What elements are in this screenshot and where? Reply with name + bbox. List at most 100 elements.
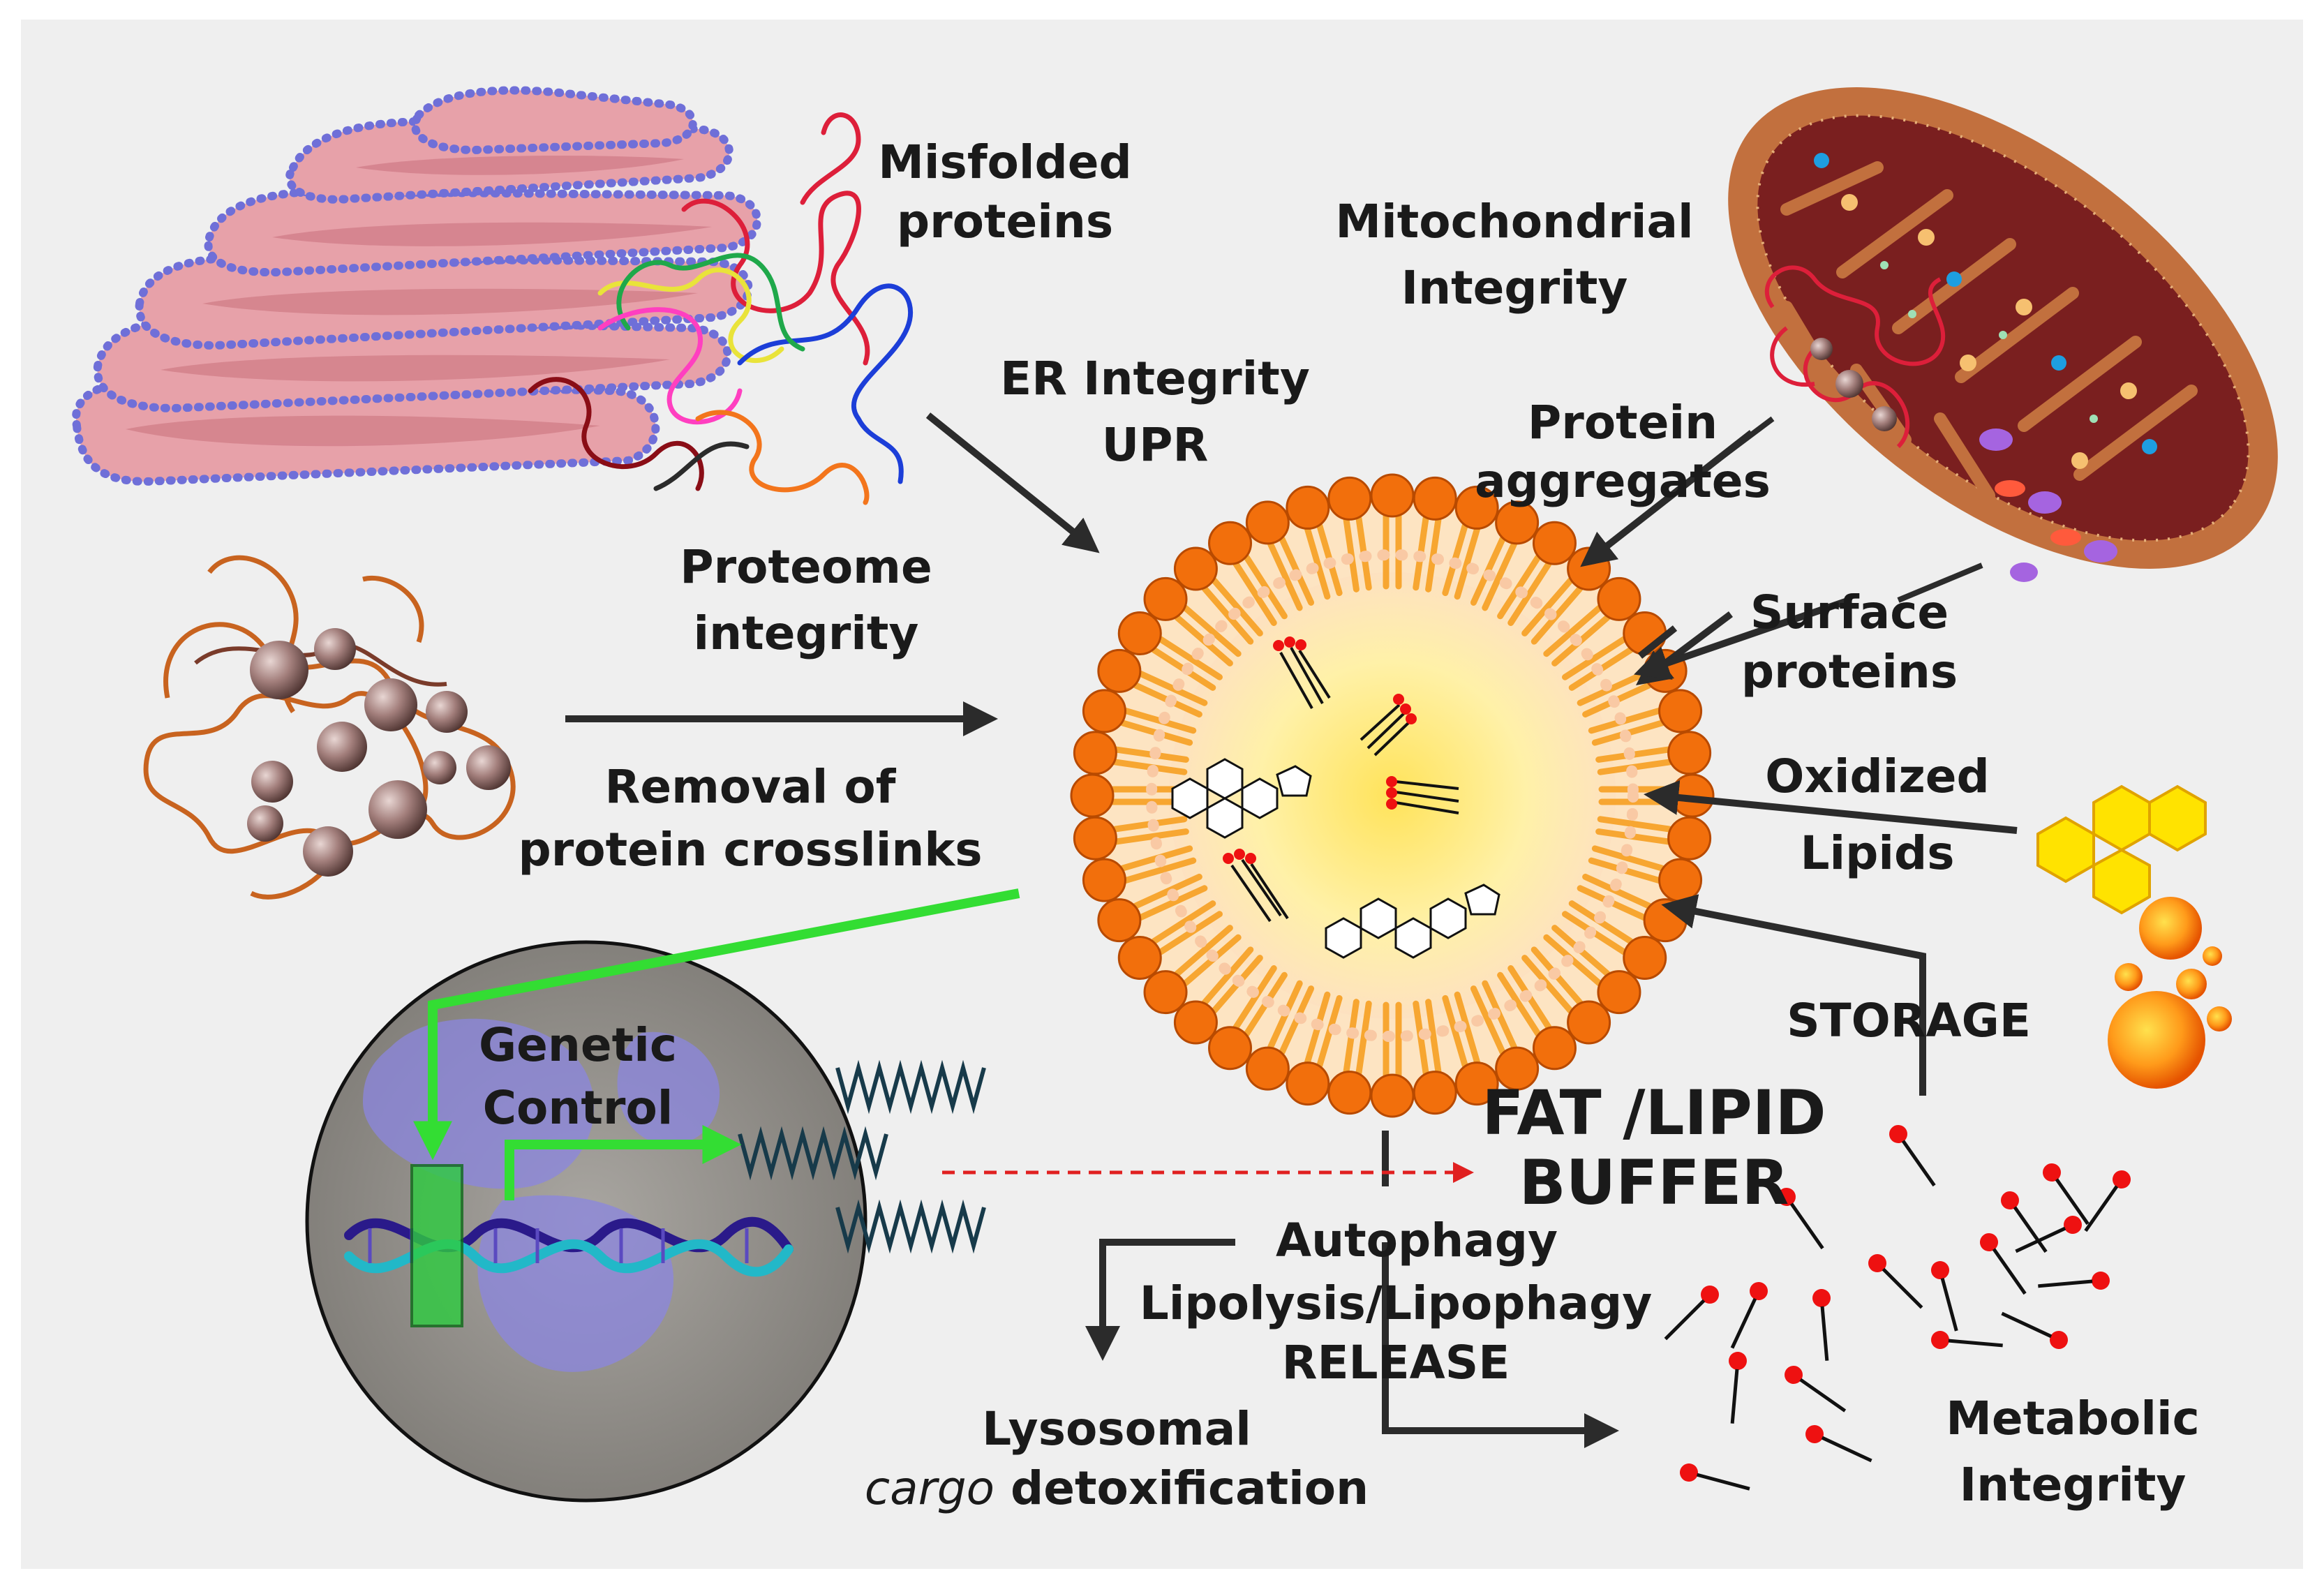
label-storage: STORAGE <box>1787 994 2031 1048</box>
membrane-head <box>1597 576 1641 621</box>
label-mito-1: Mitochondrial <box>1335 195 1693 248</box>
membrane-tail <box>1582 873 1653 909</box>
membrane-head <box>1495 500 1540 545</box>
membrane-head <box>1532 521 1577 565</box>
arrows <box>565 412 2018 1448</box>
membrane-head <box>1143 970 1188 1015</box>
membrane-head <box>1454 485 1499 530</box>
membrane-head <box>1073 816 1117 860</box>
label-misfolded-2: proteins <box>897 195 1113 248</box>
membrane-tail <box>1157 636 1223 680</box>
membrane-head <box>1495 1046 1540 1091</box>
label-surface-1: Surface <box>1750 586 1949 639</box>
label-proteome-1: Proteome <box>680 540 932 594</box>
membrane-head <box>1370 473 1415 518</box>
membrane-tail <box>1497 971 1542 1037</box>
membrane-head <box>1070 773 1115 818</box>
label-cargo: cargo <box>865 1461 995 1515</box>
label-metabolic-2: Integrity <box>1960 1458 2187 1512</box>
surface-pointer <box>1897 562 1983 603</box>
membrane-tail <box>1138 671 1208 706</box>
membrane-tail <box>1562 636 1627 680</box>
oxidized-lipid-icon <box>2036 784 2232 1089</box>
membrane-head <box>1370 1073 1415 1118</box>
membrane-head <box>1454 1061 1499 1106</box>
membrane-head <box>1667 731 1712 775</box>
membrane-head <box>1413 476 1457 521</box>
membrane-tail <box>1521 577 1574 636</box>
membrane-tail <box>1470 985 1506 1056</box>
membrane-head <box>1097 648 1142 693</box>
membrane-tail <box>1157 911 1223 955</box>
label-oxidized-2: Lipids <box>1800 826 1954 880</box>
label-proteome-2: integrity <box>694 606 919 660</box>
protein-aggregate-icon <box>143 555 516 900</box>
membrane-tail <box>1151 900 1216 945</box>
membrane-tail <box>1454 991 1480 1065</box>
label-lysosomal: Lysosomal <box>982 1402 1251 1456</box>
membrane-head <box>1597 970 1641 1015</box>
label-metabolic-1: Metabolic <box>1946 1392 2199 1445</box>
nucleus-dna-icon <box>305 940 867 1503</box>
label-misfolded-1: Misfolded <box>878 135 1132 189</box>
membrane-tail <box>1138 885 1208 921</box>
membrane-head <box>1073 731 1117 775</box>
membrane-head <box>1245 1046 1290 1091</box>
membrane-head <box>1082 858 1126 902</box>
membrane-head <box>1173 546 1218 591</box>
label-aggregates-1: Protein <box>1528 396 1718 449</box>
membrane-tail <box>1577 671 1647 706</box>
membrane-tail <box>1132 873 1202 909</box>
membrane-head <box>1413 1071 1457 1115</box>
label-upr: UPR <box>1102 418 1209 472</box>
membrane-tail <box>1267 541 1303 611</box>
label-detox: detoxification <box>995 1461 1369 1515</box>
membrane-head <box>1667 816 1712 860</box>
label-er-integrity: ER Integrity <box>1000 352 1310 405</box>
label-release: RELEASE <box>1282 1336 1510 1389</box>
label-cargo-detox: cargo detoxification <box>865 1461 1369 1515</box>
membrane-tail <box>1530 586 1584 645</box>
membrane-head <box>1117 935 1162 980</box>
mrna-icon <box>738 1059 986 1254</box>
label-autophagy: Autophagy <box>1276 1214 1558 1267</box>
membrane-tail <box>1521 955 1574 1014</box>
membrane-head <box>1327 1071 1372 1115</box>
membrane-tail <box>1355 1000 1372 1076</box>
lipid-droplet-icon <box>1070 473 1715 1118</box>
membrane-tail <box>1482 541 1517 611</box>
membrane-head <box>1658 858 1703 902</box>
label-genetic: Genetic <box>479 1018 677 1072</box>
membrane-head <box>1567 546 1611 591</box>
membrane-tail <box>1597 816 1673 833</box>
membrane-head <box>1658 689 1703 733</box>
misfolded-proteins-icon <box>528 112 914 505</box>
membrane-tail <box>1591 845 1665 872</box>
membrane-head <box>1623 935 1667 980</box>
membrane-tail <box>1201 586 1254 645</box>
membrane-tail <box>1123 857 1197 884</box>
membrane-head <box>1117 611 1162 656</box>
membrane-head <box>1245 500 1290 545</box>
label-fat-lipid: FAT /LIPID <box>1482 1077 1826 1149</box>
membrane-tail <box>1425 999 1442 1075</box>
label-lipolysis: Lipolysis/Lipophagy <box>1140 1276 1653 1330</box>
label-crosslinks-2: protein crosslinks <box>518 823 982 877</box>
mitochondrion-icon <box>1728 87 2278 582</box>
label-control: Control <box>483 1081 673 1135</box>
membrane-head <box>1286 1061 1330 1106</box>
mito-protein-aggregate-icon <box>1764 265 1946 449</box>
membrane-head <box>1286 485 1330 530</box>
membrane-tail <box>1232 965 1277 1031</box>
label-oxidized-1: Oxidized <box>1765 750 1990 803</box>
membrane-head <box>1082 689 1126 733</box>
aggregate-pointer <box>1715 416 1775 463</box>
genetic-control-arrow <box>413 888 1020 1200</box>
membrane-tail <box>1543 604 1602 657</box>
membrane-head <box>1097 898 1142 943</box>
membrane-tail <box>1454 526 1480 600</box>
membrane-tail <box>1507 560 1552 626</box>
membrane-head <box>1532 1026 1577 1071</box>
label-buffer: BUFFER <box>1519 1147 1789 1219</box>
